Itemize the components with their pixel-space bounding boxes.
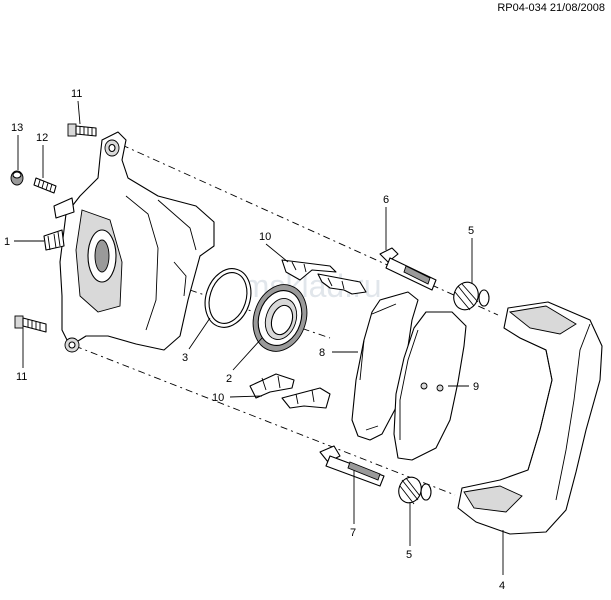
callout-10-upper: 10 [259, 231, 271, 243]
callout-8: 8 [319, 347, 325, 359]
callout-13: 13 [11, 122, 23, 134]
guide-pin-boot-upper [453, 281, 490, 311]
callout-3: 3 [182, 352, 188, 364]
callout-12: 12 [36, 132, 48, 144]
callout-labels: 11 13 12 1 11 10 6 5 3 2 8 9 10 7 5 4 [4, 88, 505, 592]
guide-bolt-upper [67, 123, 97, 137]
callout-4: 4 [499, 580, 505, 592]
callout-9: 9 [473, 381, 479, 393]
leader-lines [14, 100, 504, 575]
guide-pin-lower [319, 445, 385, 487]
callout-5-lower: 5 [406, 549, 412, 561]
guide-pin-upper [379, 247, 437, 291]
guide-bolt-lower [14, 315, 47, 333]
guide-pin-boot-lower [398, 476, 432, 505]
callout-6: 6 [383, 194, 389, 206]
caliper-housing [43, 131, 215, 353]
anti-rattle-clips-lower [249, 373, 331, 409]
bleeder-cap [10, 170, 24, 186]
diagram-reference-code: RP04-034 21/08/2008 [497, 2, 605, 14]
callout-5-upper: 5 [468, 225, 474, 237]
brake-pad-inner [351, 291, 419, 441]
callout-7: 7 [350, 527, 356, 539]
callout-10-lower: 10 [212, 392, 224, 404]
piston-seal [204, 268, 252, 328]
callout-11-lower: 11 [16, 371, 27, 383]
piston-boot [252, 284, 308, 352]
callout-2: 2 [226, 373, 232, 385]
caliper-carrier-bracket [457, 301, 603, 535]
callout-11-upper: 11 [71, 88, 82, 100]
brake-pad-outer [393, 311, 467, 461]
anti-rattle-clips-upper [281, 259, 367, 295]
callout-1: 1 [4, 236, 10, 248]
bleeder-valve [33, 177, 57, 194]
